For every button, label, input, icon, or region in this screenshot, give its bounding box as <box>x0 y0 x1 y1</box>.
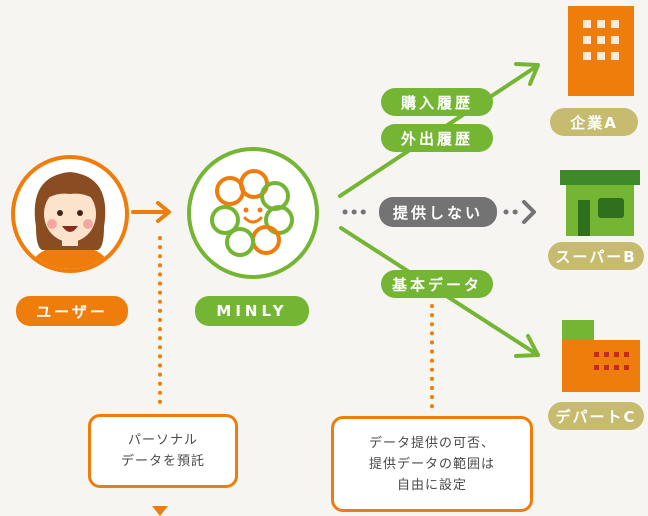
basic-data-badge: 基本データ <box>381 270 493 298</box>
building-icon <box>568 6 634 96</box>
user-to-minly-arrow <box>131 201 171 223</box>
supermarket-icon <box>560 170 640 236</box>
note-line: 自由に設定 <box>396 477 467 493</box>
purchase-history-badge: 購入履歴 <box>381 88 493 116</box>
user-avatar <box>11 155 129 273</box>
note-line: データを預託 <box>120 454 205 469</box>
department-store-icon <box>562 320 640 392</box>
outing-history-badge: 外出履歴 <box>381 124 493 152</box>
minly-logo <box>187 147 319 279</box>
to-supermarket-dotted-arrow <box>342 200 536 224</box>
provision-control-note: データ提供の可否、 提供データの範囲は 自由に設定 <box>331 416 533 512</box>
note-line: データ提供の可否、 <box>368 435 495 451</box>
minly-label: MINLY <box>195 296 309 326</box>
company-a-label: 企業A <box>550 108 638 136</box>
supermarket-b-label: スーパーB <box>548 242 644 270</box>
personal-data-note: パーソナル データを預託 <box>88 414 238 488</box>
department-store-c-label: デパートC <box>548 402 644 430</box>
note-line: パーソナル <box>127 433 198 448</box>
down-triangle <box>152 506 168 516</box>
not-provided-badge: 提供しない <box>379 197 497 227</box>
note-line: 提供データの範囲は <box>368 456 495 472</box>
user-label: ユーザー <box>16 296 128 326</box>
